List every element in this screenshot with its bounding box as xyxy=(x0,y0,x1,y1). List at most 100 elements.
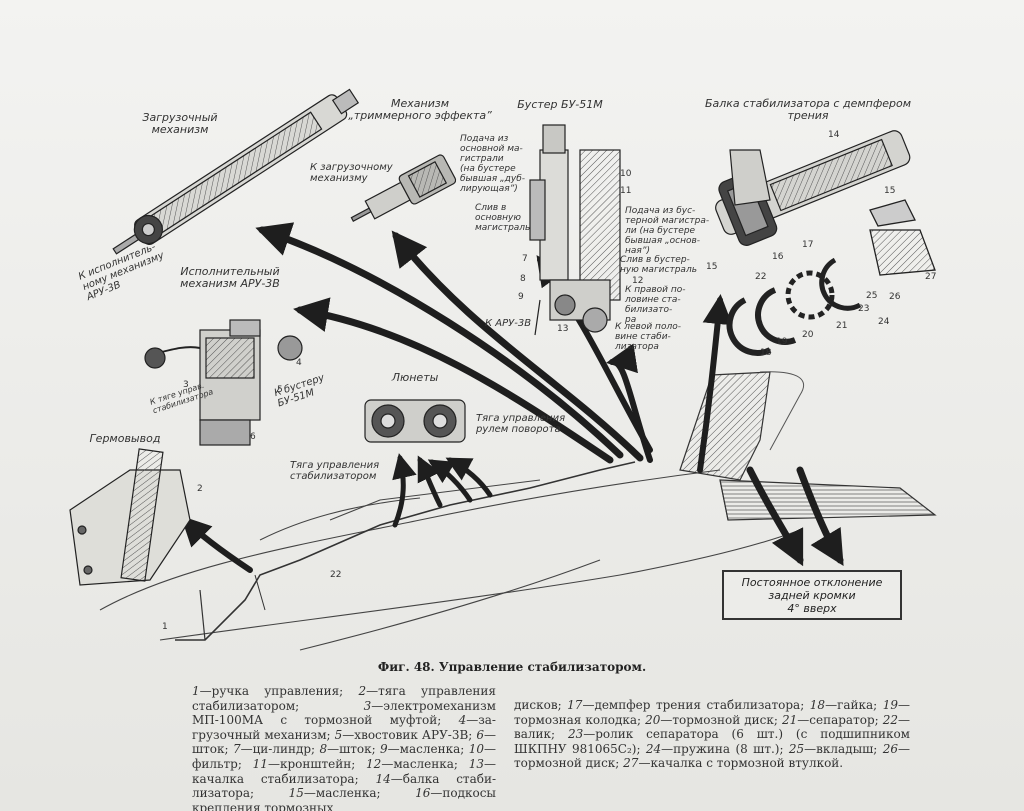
legend-item: 11—кронштейн; xyxy=(253,757,366,771)
legend-item-number: 2 xyxy=(358,684,367,698)
legend-item-number: 17 xyxy=(567,698,583,712)
legend-item-text: —ручка управления; xyxy=(199,684,359,698)
label-supply-booster: Подача из бус- терной магистра- ли (на б… xyxy=(625,206,710,256)
pressure-outlet-drawing xyxy=(69,448,191,586)
legend-item-number: 26 xyxy=(882,741,898,756)
legend-item-number: 19 xyxy=(882,698,898,712)
label-booster: Бустер БУ-51М xyxy=(517,98,603,111)
label-stabilizer-beam: Балка стабилизатора с демпфером трения xyxy=(704,97,912,122)
legend-item-text: —масленка; xyxy=(381,756,469,771)
legend-item: 21—сепаратор; xyxy=(782,713,883,727)
legend-item: 2—тяга управления стабилизатором; xyxy=(192,684,496,713)
loading-mechanism-drawing xyxy=(112,88,360,255)
legend-item-number: 14 xyxy=(375,771,391,786)
label-pressure-outlet: Гермовывод xyxy=(89,432,161,445)
legend-item-number: 10 xyxy=(468,742,484,757)
part-number: 27 xyxy=(925,272,937,282)
legend-item: 12—масленка; xyxy=(366,757,469,771)
part-number: 17 xyxy=(802,240,814,250)
legend-item-text: —балка стаби-лизатора; xyxy=(192,771,496,801)
label-to-loading: К загрузочному механизму xyxy=(310,162,393,184)
legend-item-text: —демпфер трения стабилизатора; xyxy=(582,698,810,712)
part-number: 8 xyxy=(520,274,526,284)
legend-item: 26—тормозной диск; xyxy=(514,742,910,771)
legend-right-column: дисков; 17—демпфер трения стабилизатора;… xyxy=(514,698,910,771)
booster-drawing xyxy=(529,124,621,336)
pointer-arrows xyxy=(180,222,844,573)
legend-item-text: —вкладыш; xyxy=(804,741,883,756)
legend-item-number: 24 xyxy=(645,741,662,756)
label-drain-main: Слив в основную магистраль xyxy=(475,203,531,233)
legend-item-text: —кронштейн; xyxy=(267,756,367,771)
legend-item: 3—электромеханизм МП-100МА с тормозной м… xyxy=(192,699,496,728)
actuator-drawing xyxy=(144,319,303,446)
part-number: 20 xyxy=(802,330,814,340)
legend-item: 1—ручка управления; xyxy=(192,684,359,698)
legend-item-number: 13 xyxy=(468,756,484,771)
legend-item-number: 1 xyxy=(192,684,200,698)
legend-item: 13—качалка стабилизатора; xyxy=(192,757,496,786)
legend-item: 5—хвостовик АРУ-3В; xyxy=(335,728,477,742)
part-number: 7 xyxy=(522,254,528,264)
lunettes-drawing xyxy=(364,399,466,443)
part-number: 15 xyxy=(706,262,718,272)
legend-item-text: —масленка; xyxy=(387,742,469,757)
part-number: 15 xyxy=(884,186,896,196)
legend-item: 27—качалка с тормозной втулкой. xyxy=(623,756,843,770)
figure-caption: Фиг. 48. Управление стабилизатором. xyxy=(377,660,647,674)
legend-item-text: —электромеханизм МП-100МА с тормозной му… xyxy=(192,698,496,728)
trim-mechanism-drawing xyxy=(350,154,457,222)
legend-item-number: 3 xyxy=(363,698,372,713)
legend-item-text: —пружина (8 шт.); xyxy=(661,741,789,756)
legend-item: дисков; xyxy=(514,698,567,712)
legend-item-text: —гайка; xyxy=(825,698,883,712)
part-number: 10 xyxy=(620,169,632,179)
legend-item-text: —валик; xyxy=(514,712,910,742)
label-drain-booster: Слив в бустер- ную магистраль xyxy=(620,255,698,275)
part-number: 6 xyxy=(250,432,256,442)
legend-item-number: 15 xyxy=(288,786,304,801)
legend-item: 22—валик; xyxy=(514,713,910,742)
part-number: 14 xyxy=(828,130,840,140)
legend-item-number: 12 xyxy=(366,756,382,771)
legend-item-text: —тормозной диск; xyxy=(660,712,782,727)
legend-item: 6 —шток; xyxy=(192,728,496,757)
stabilizer-beam-drawing xyxy=(715,130,911,246)
part-number: 11 xyxy=(620,186,632,196)
legend-item-text: —тяга управления стабилизатором; xyxy=(192,684,496,713)
legend-item-text: —шток; xyxy=(192,727,496,757)
legend-item-number: 20 xyxy=(645,712,661,727)
legend-item-text: —хвостовик АРУ-3В; xyxy=(342,727,477,742)
legend-item-number: 9 xyxy=(380,742,388,757)
part-number: 2 xyxy=(197,484,203,494)
legend-item-number: 21 xyxy=(781,712,798,727)
label-loading-mechanism: Загрузочный механизм xyxy=(142,111,218,136)
technical-illustration xyxy=(69,88,937,651)
legend-item-text: —шток; xyxy=(327,742,381,757)
label-rudder-rod: Тяга управления рулем поворота xyxy=(476,413,566,435)
horizontal-stabilizer xyxy=(719,479,937,521)
legend-item-text: —тормозная колодка; xyxy=(514,698,910,727)
legend-item-number: 6 xyxy=(476,727,484,742)
legend-item-text: —за-грузочный механизм; xyxy=(192,713,496,742)
legend-item-number: 16 xyxy=(415,786,431,801)
control-rod xyxy=(175,461,636,641)
part-number: 23 xyxy=(858,304,870,314)
part-number: 24 xyxy=(878,317,890,327)
part-number: 22 xyxy=(755,272,767,282)
part-number: 13 xyxy=(557,324,569,334)
legend-item: 18—гайка; xyxy=(810,698,883,712)
legend-item: 4—за-грузочный механизм; xyxy=(192,713,496,742)
legend-item-text: —сепаратор; xyxy=(797,712,883,727)
deflection-note-box: Постоянное отклонение задней кромки 4° в… xyxy=(722,570,902,620)
legend-item-number: 7 xyxy=(232,742,241,757)
legend-item-text: —качалка с тормозной втулкой. xyxy=(638,756,844,771)
legend-item-number: 25 xyxy=(788,741,805,756)
part-number: 4 xyxy=(296,358,302,368)
label-to-aru: К АРУ-3В xyxy=(485,318,532,329)
legend-item-text: дисков; xyxy=(514,698,568,712)
legend-item-text: —фильтр; xyxy=(192,742,496,771)
legend-item-number: 18 xyxy=(809,698,826,712)
legend-item: 23—ролик сепаратора (6 шт.) (с подшипник… xyxy=(514,727,910,756)
label-to-right-half: К правой по- ловине ста- билизато- ра xyxy=(625,285,686,325)
